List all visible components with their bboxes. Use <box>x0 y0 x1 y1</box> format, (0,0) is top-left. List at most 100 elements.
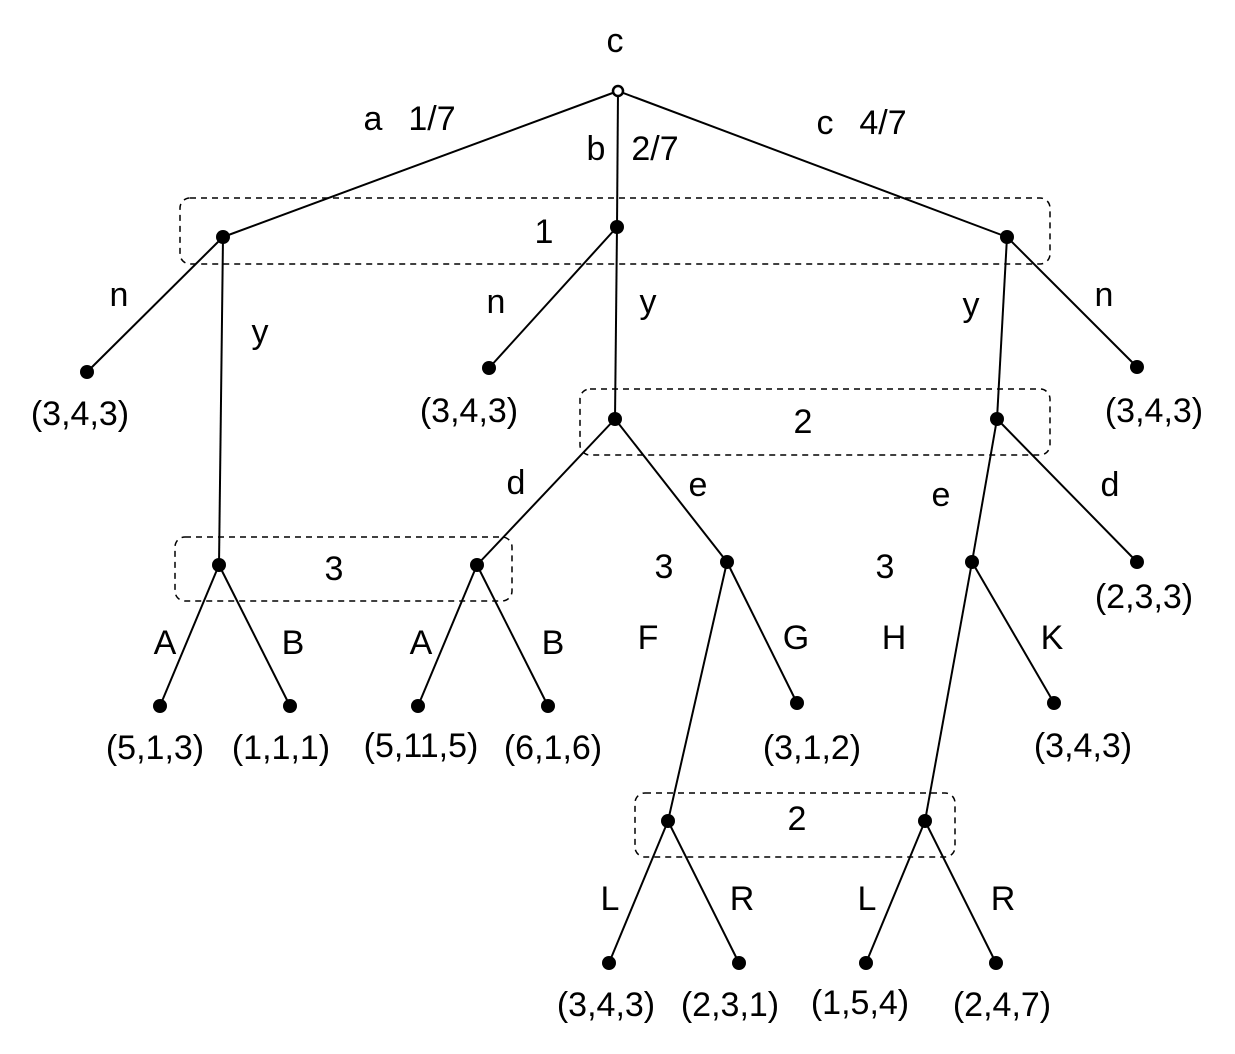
action-label: A <box>154 624 177 662</box>
payoff-label: (3,4,3) <box>420 392 518 430</box>
payoff-label: (2,3,3) <box>1095 578 1193 616</box>
payoff-label: (5,1,3) <box>106 729 204 767</box>
chance-action-c: c <box>817 104 834 142</box>
info-set-player-2-upper <box>579 388 1051 456</box>
payoff-label: (3,4,3) <box>1034 727 1132 765</box>
action-label: n <box>110 276 129 314</box>
info-set-player-3-left <box>174 536 513 602</box>
decision-node <box>470 558 484 572</box>
edge-ce-H <box>924 561 973 822</box>
decision-node <box>720 555 734 569</box>
action-label: n <box>1095 276 1114 314</box>
edge-b-e <box>614 418 728 563</box>
action-label: L <box>601 880 620 918</box>
edge-a-A <box>159 564 220 707</box>
decision-node <box>212 558 226 572</box>
terminal-node <box>1130 555 1144 569</box>
terminal-node <box>989 956 1003 970</box>
decision-node <box>918 814 932 828</box>
edge-be-F <box>667 561 728 822</box>
info-set-player-1 <box>179 197 1051 265</box>
chance-prob-a: 1/7 <box>408 100 455 138</box>
edge-c-e <box>971 418 998 563</box>
terminal-node <box>1047 696 1061 710</box>
action-label: y <box>640 283 657 321</box>
decision-node <box>610 220 624 234</box>
edge-c-d <box>996 418 1138 563</box>
edge-a-n <box>86 236 224 373</box>
payoff-label: (6,1,6) <box>504 729 602 767</box>
chance-root-node <box>611 84 625 98</box>
payoff-label: (1,5,4) <box>811 984 909 1022</box>
payoff-label: (3,4,3) <box>31 395 129 433</box>
terminal-node <box>790 696 804 710</box>
action-label: y <box>252 313 269 351</box>
info-set-label-p3-mid: 3 <box>655 548 674 586</box>
info-set-label-p2-lower: 2 <box>788 800 807 838</box>
terminal-node <box>482 361 496 375</box>
terminal-node <box>732 956 746 970</box>
chance-action-a: a <box>364 100 383 138</box>
edge-ce-K <box>971 561 1055 704</box>
action-label: d <box>507 464 526 502</box>
terminal-node <box>80 365 94 379</box>
edge-b-d <box>476 418 616 566</box>
payoff-label: (1,1,1) <box>232 729 330 767</box>
edge-ceH-R <box>924 820 997 964</box>
edge-b-y <box>614 226 618 420</box>
action-label: H <box>882 619 907 657</box>
edge-bd-B <box>476 564 549 707</box>
edge-b-n <box>488 226 618 369</box>
action-label: n <box>487 283 506 321</box>
info-set-label-p3-left: 3 <box>325 550 344 588</box>
terminal-node <box>283 699 297 713</box>
decision-node <box>1000 230 1014 244</box>
payoff-label: (5,11,5) <box>364 727 479 765</box>
action-label: K <box>1041 619 1064 657</box>
info-set-label-p3-right: 3 <box>876 548 895 586</box>
edge-chance-b <box>616 90 619 228</box>
terminal-node <box>859 956 873 970</box>
edge-a-B <box>218 564 291 707</box>
info-set-label-p1: 1 <box>535 213 554 251</box>
decision-node <box>661 814 675 828</box>
action-label: R <box>991 880 1016 918</box>
action-label: L <box>858 880 877 918</box>
edge-chance-a <box>222 90 619 238</box>
decision-node <box>216 230 230 244</box>
action-label: e <box>932 476 951 514</box>
action-label: F <box>638 619 659 657</box>
decision-node <box>990 412 1004 426</box>
payoff-label: (3,4,3) <box>1105 392 1203 430</box>
decision-node <box>608 412 622 426</box>
action-label: y <box>963 286 980 324</box>
payoff-label: (2,4,7) <box>953 986 1051 1024</box>
action-label: G <box>783 619 809 657</box>
terminal-node <box>602 956 616 970</box>
info-set-label-p2-upper: 2 <box>794 403 813 441</box>
payoff-label: (2,3,1) <box>681 986 779 1024</box>
payoff-label: (3,1,2) <box>763 729 861 767</box>
edge-a-y <box>218 236 224 566</box>
edge-beF-R <box>667 820 740 964</box>
action-label: B <box>282 624 305 662</box>
chance-prob-b: 2/7 <box>631 130 678 168</box>
terminal-node <box>541 699 555 713</box>
edge-bd-A <box>417 564 478 707</box>
edge-beF-L <box>608 820 669 964</box>
edge-ceH-L <box>865 820 926 964</box>
chance-action-b: b <box>587 130 606 168</box>
action-label: R <box>730 880 755 918</box>
terminal-node <box>1130 360 1144 374</box>
chance-prob-c: 4/7 <box>859 104 906 142</box>
action-label: B <box>542 624 565 662</box>
terminal-node <box>411 699 425 713</box>
payoff-label: (3,4,3) <box>557 986 655 1024</box>
edge-be-G <box>726 561 798 704</box>
action-label: e <box>689 466 708 504</box>
action-label: d <box>1101 466 1120 504</box>
root-player-label: c <box>607 22 624 60</box>
terminal-node <box>153 699 167 713</box>
decision-node <box>965 555 979 569</box>
